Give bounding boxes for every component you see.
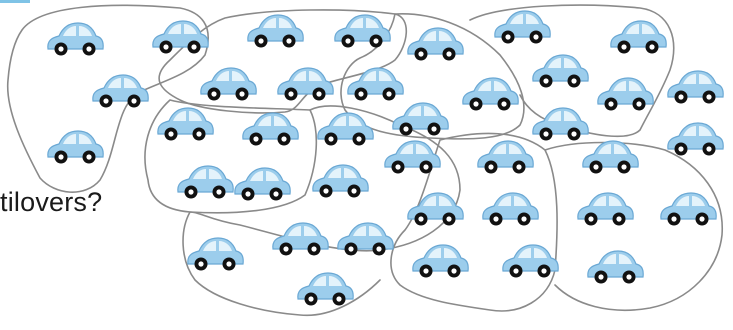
car-icon [478, 141, 533, 174]
car-icon [668, 71, 723, 104]
car-icon [235, 168, 290, 201]
car-icon [188, 238, 243, 271]
car-icon [598, 78, 653, 111]
car-icon [248, 15, 303, 48]
car-icon [408, 28, 463, 61]
car-icon [408, 193, 463, 226]
car-icon [201, 68, 256, 101]
car-icon [48, 131, 103, 164]
car-icon [661, 193, 716, 226]
car-icon [298, 273, 353, 306]
car-icon [611, 21, 666, 54]
car-icon [463, 78, 518, 111]
car-icon [158, 108, 213, 141]
car-icon [313, 165, 368, 198]
car-icon [578, 193, 633, 226]
car-icon [533, 108, 588, 141]
car-icon [335, 15, 390, 48]
car-icon [495, 11, 550, 44]
car-icon [93, 75, 148, 108]
car-icon [178, 166, 233, 199]
question-text: tilovers? [0, 187, 102, 218]
car-icon [273, 223, 328, 256]
car-icon [533, 55, 588, 88]
car-icon [588, 251, 643, 284]
car-icon [503, 245, 558, 278]
group-loop-8 [545, 143, 722, 311]
car-icon [413, 245, 468, 278]
car-icon [668, 123, 723, 156]
car-icon [385, 141, 440, 174]
car-icon [318, 113, 373, 146]
car-icon [483, 193, 538, 226]
car-icon [48, 23, 103, 56]
car-icon [348, 68, 403, 101]
car-icon [393, 103, 448, 136]
car-icon [583, 141, 638, 174]
car-icon [243, 113, 298, 146]
